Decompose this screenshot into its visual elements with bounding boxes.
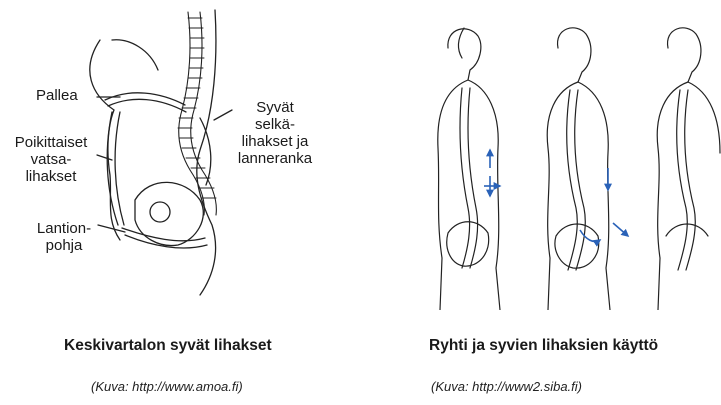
label-lantionpohja: Lantion- pohja [30, 220, 98, 254]
deep-core-muscles-illustration: Pallea Poikittaiset vatsa- lihakset Lant… [0, 0, 330, 300]
source-right: (Kuva: http://www2.siba.fi) [431, 379, 582, 394]
caption-right: Ryhti ja syvien lihaksien käyttö [429, 337, 658, 355]
label-poikittaiset-vatsalihakset: Poikittaiset vatsa- lihakset [2, 134, 100, 185]
caption-left: Keskivartalon syvät lihakset [64, 337, 272, 355]
direction-arrows [484, 150, 628, 242]
posture-illustration [418, 18, 721, 310]
label-pallea: Pallea [36, 87, 78, 104]
posture-skeletons-drawing [418, 18, 721, 310]
skeleton-figure-2 [547, 28, 610, 310]
source-left: (Kuva: http://www.amoa.fi) [91, 379, 243, 394]
skeleton-figure-3 [657, 28, 720, 310]
label-syvat-selkalihakset: Syvät selkä- lihakset ja lanneranka [226, 99, 324, 167]
skeleton-figure-1 [438, 28, 500, 310]
